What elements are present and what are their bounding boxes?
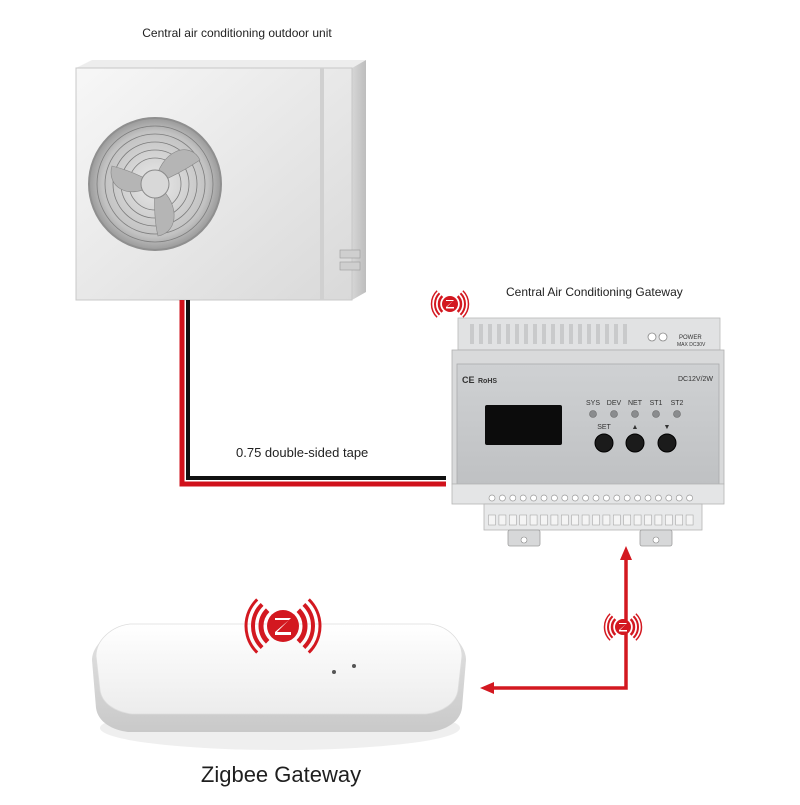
ac-gateway-label: Central Air Conditioning Gateway: [506, 285, 683, 299]
led-label-st2: ST2: [671, 400, 684, 407]
status-led: [673, 410, 681, 418]
zigbee-gateway-label: Zigbee Gateway: [200, 762, 362, 787]
power-max-label: MAX DC30V: [677, 342, 706, 348]
cable-label: 0.75 double-sided tape: [236, 445, 369, 460]
button-label: SET: [597, 424, 611, 431]
led-label-sys: SYS: [586, 400, 600, 407]
zigbee-icon: [603, 613, 643, 641]
device-button[interactable]: [594, 433, 614, 453]
ce-mark: CE: [462, 375, 475, 385]
ac-gateway-device: POWER MAX DC30V CE RoHS DC12V/2W SYS DEV N…: [451, 317, 725, 547]
zigbee-icon: [430, 290, 470, 318]
indicator-led: [332, 670, 336, 674]
button-label: ▼: [664, 424, 671, 431]
communication-cable: [179, 300, 446, 487]
fan-icon: [88, 117, 222, 251]
terminal-block: [488, 494, 694, 526]
power-label: POWER: [679, 335, 702, 341]
control-buttons: SET ▲ ▼: [594, 424, 677, 453]
outdoor-ac-unit: [75, 60, 366, 301]
status-led: [589, 410, 597, 418]
pipe-valves: [339, 249, 361, 271]
status-led: [631, 410, 639, 418]
device-button[interactable]: [657, 433, 677, 453]
status-leds: SYS DEV NET ST1 ST2: [586, 400, 684, 418]
device-button[interactable]: [625, 433, 645, 453]
outdoor-unit-label: Central air conditioning outdoor unit: [142, 26, 332, 40]
din-clips: [507, 529, 673, 547]
display-screen: [485, 405, 562, 445]
led-label-dev: DEV: [607, 400, 622, 407]
status-led: [652, 410, 660, 418]
button-label: ▲: [632, 424, 639, 431]
rating-label: DC12V/2W: [678, 376, 713, 383]
status-led: [610, 410, 618, 418]
zigbee-gateway-device: [92, 623, 466, 750]
led-label-st1: ST1: [650, 400, 663, 407]
top-vents: [470, 324, 627, 344]
zigbee-icon: [244, 598, 322, 654]
led-label-net: NET: [628, 400, 643, 407]
reset-hole: [352, 664, 356, 668]
zigbee-link-arrow: [480, 546, 632, 694]
rohs-mark: RoHS: [478, 378, 497, 385]
